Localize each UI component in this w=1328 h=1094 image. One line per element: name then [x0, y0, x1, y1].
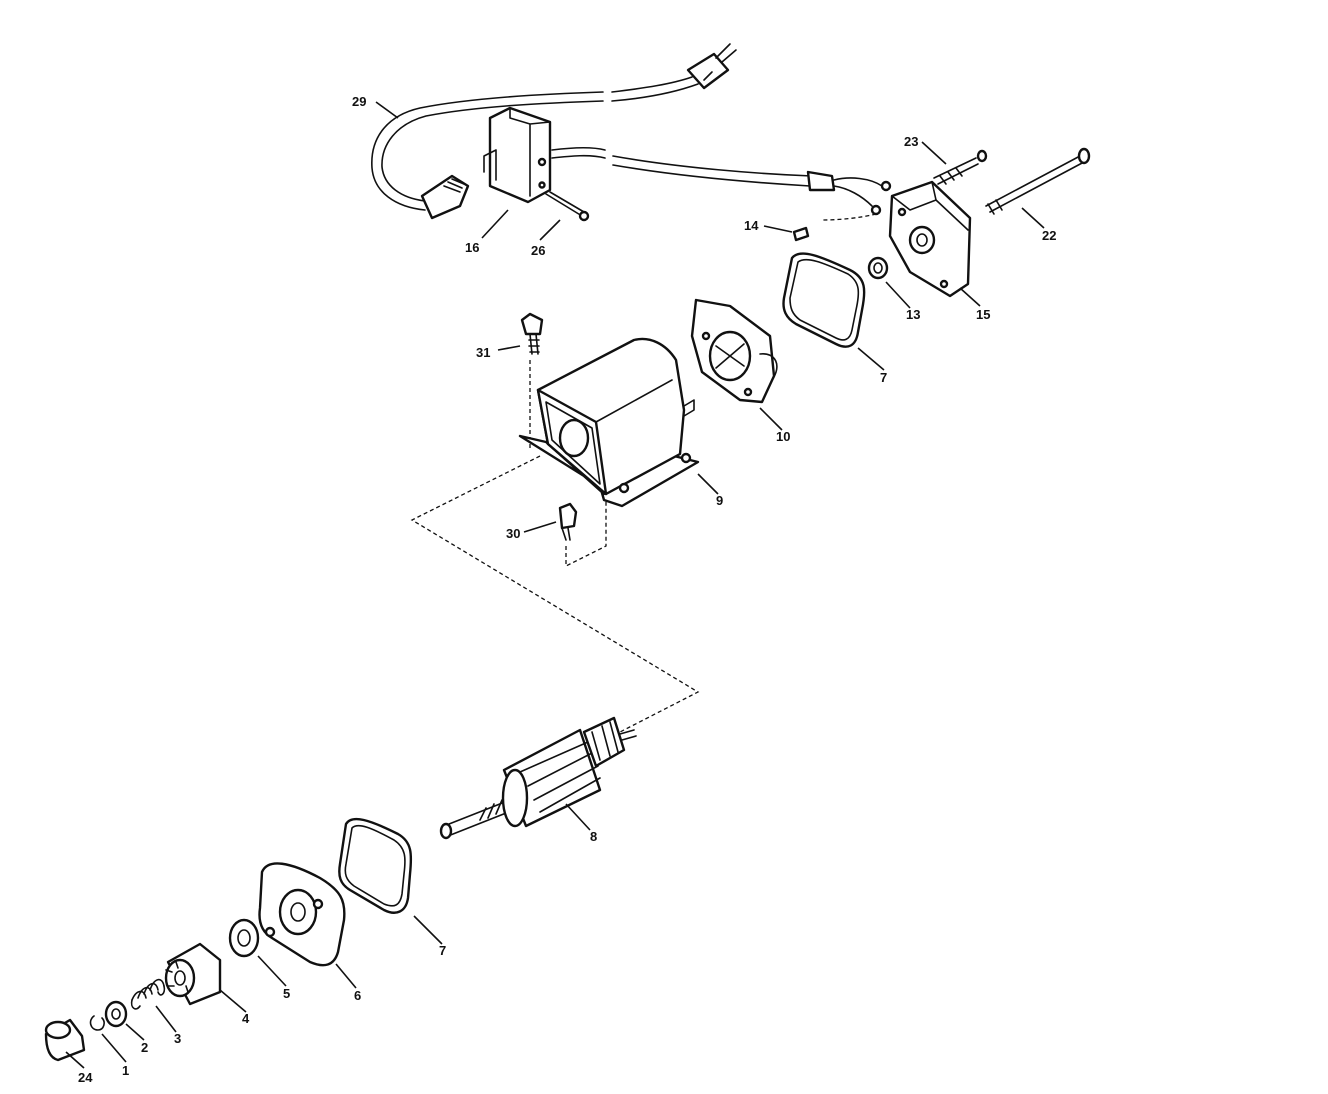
callout-2: 2 — [141, 1040, 148, 1055]
spring-3 — [130, 978, 166, 1010]
screw-31 — [520, 312, 544, 450]
callout-10: 10 — [776, 429, 790, 444]
drive-end-plate — [258, 862, 346, 967]
callout-1: 1 — [122, 1063, 129, 1078]
leader-lines — [65, 101, 1045, 1069]
through-screw-23 — [933, 149, 988, 185]
end-cap — [888, 180, 972, 298]
callout-31: 31 — [476, 345, 490, 360]
callout-30: 30 — [506, 526, 520, 541]
drive-pinion — [164, 942, 222, 1006]
screw-30 — [558, 500, 607, 568]
callout-9: 9 — [716, 493, 723, 508]
assembly-centerline — [410, 455, 700, 733]
callout-16: 16 — [465, 240, 479, 255]
callout-labels: 29 16 26 23 22 14 13 15 31 7 10 9 30 8 7… — [78, 94, 1056, 1085]
callout-22: 22 — [1042, 228, 1056, 243]
callout-6: 6 — [354, 988, 361, 1003]
screw-26 — [545, 191, 590, 222]
cap-24 — [44, 1018, 86, 1062]
callout-24: 24 — [78, 1070, 93, 1085]
lead-cord — [612, 155, 892, 221]
collar-2 — [104, 1000, 128, 1028]
armature — [439, 716, 637, 840]
callout-29: 29 — [352, 94, 366, 109]
washer-13 — [867, 256, 889, 280]
callout-23: 23 — [904, 134, 918, 149]
gasket-top — [782, 252, 866, 348]
screw-14 — [792, 226, 810, 242]
power-cord — [371, 43, 737, 220]
retaining-ring-1 — [89, 1015, 105, 1031]
callout-14: 14 — [744, 218, 759, 233]
brush-plate — [690, 298, 778, 404]
callout-15: 15 — [976, 307, 990, 322]
callout-13: 13 — [906, 307, 920, 322]
gasket-bottom — [338, 817, 413, 914]
callout-4: 4 — [242, 1011, 250, 1026]
callout-26: 26 — [531, 243, 545, 258]
callout-7-top: 7 — [880, 370, 887, 385]
through-bolt-22 — [985, 147, 1091, 215]
spacer-5 — [228, 918, 260, 958]
switch-box — [483, 106, 606, 204]
motor-housing — [518, 337, 700, 508]
callout-5: 5 — [283, 986, 290, 1001]
callout-7-bottom: 7 — [439, 943, 446, 958]
callout-3: 3 — [174, 1031, 181, 1046]
callout-8: 8 — [590, 829, 597, 844]
